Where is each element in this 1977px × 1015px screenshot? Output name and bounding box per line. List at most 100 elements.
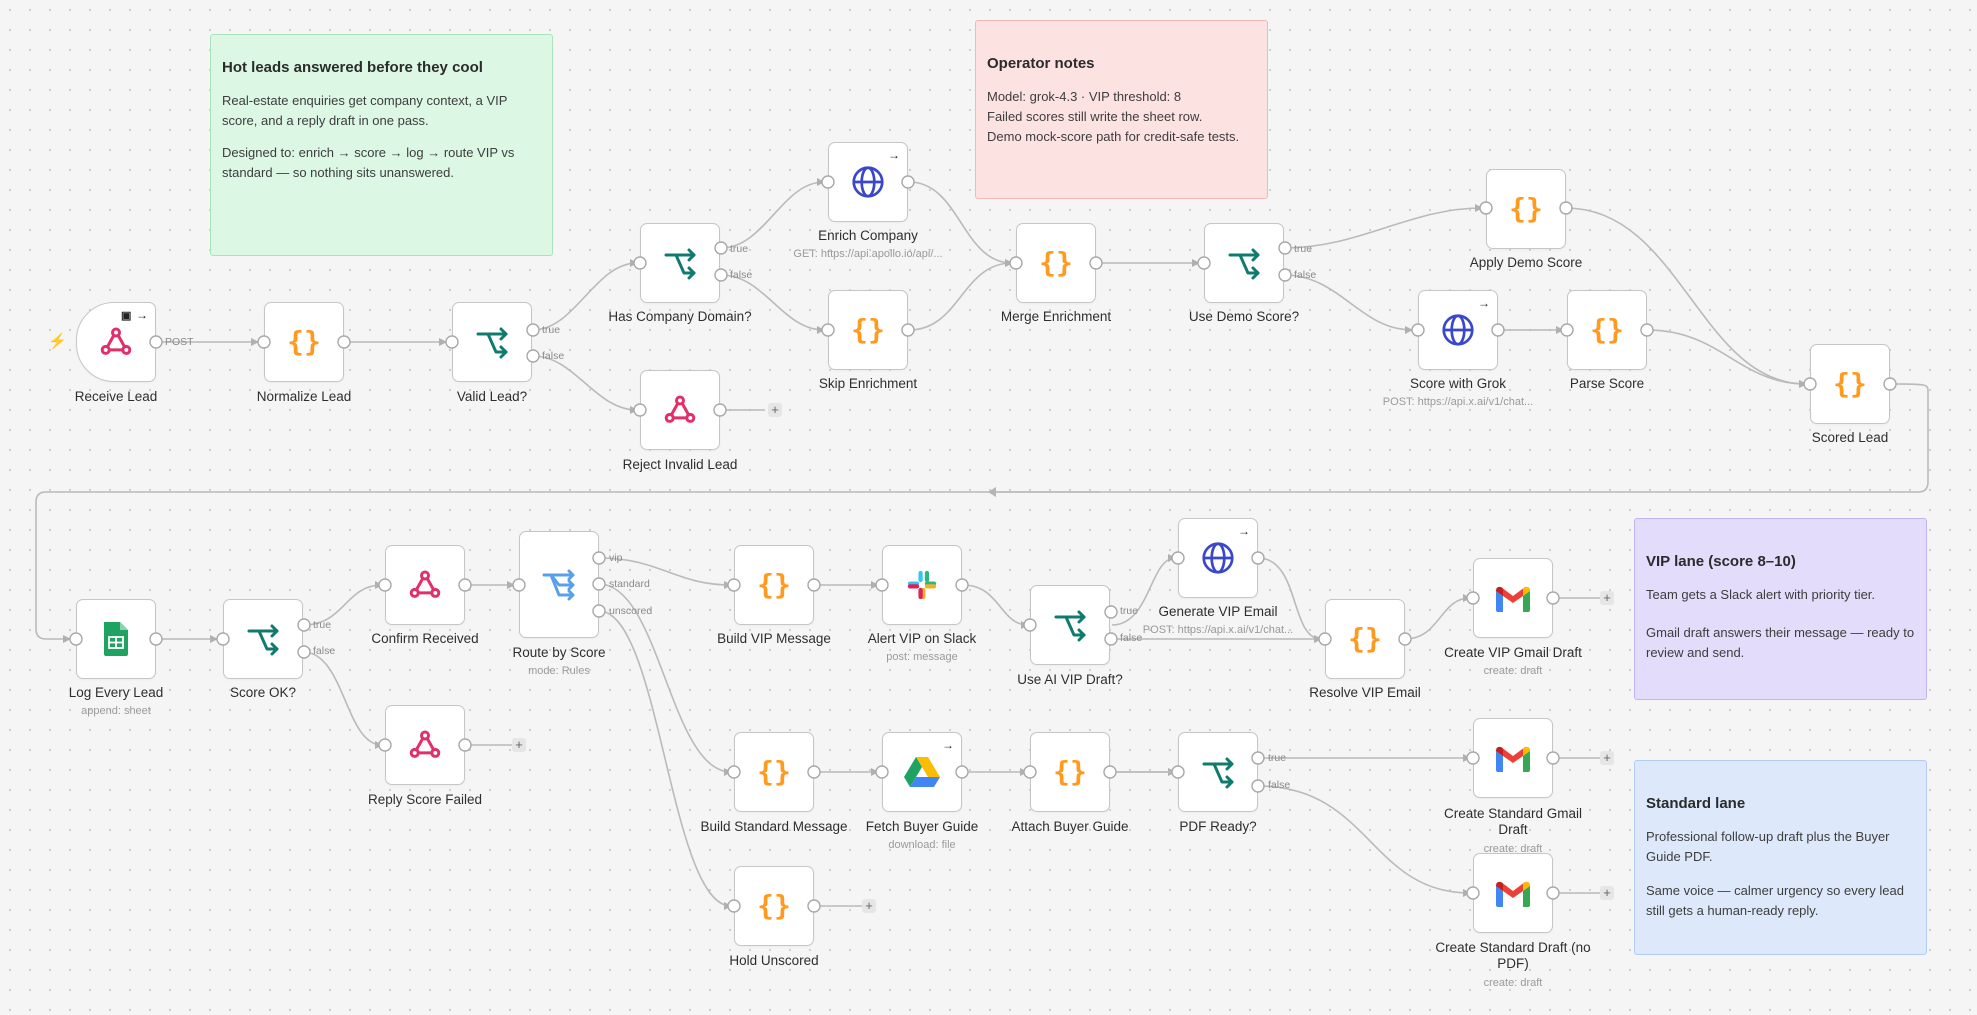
node-label: Route by Score (512, 645, 606, 660)
node-receive-lead[interactable] (76, 302, 156, 382)
code-braces-icon: {} (287, 325, 321, 358)
trigger-bolt-icon: ⚡ (48, 333, 67, 350)
node-label: Score with Grok (1409, 376, 1507, 391)
node-confirm-received[interactable] (385, 545, 465, 625)
port-label: true (1268, 752, 1287, 764)
node-reject-invalid-lead[interactable] (640, 370, 720, 450)
svg-text:{}: {} (757, 568, 791, 601)
node-label: Create Standard Gmail Draft (1443, 806, 1583, 837)
add-node-button[interactable]: + (862, 899, 876, 913)
node-scored-lead[interactable]: {} (1810, 344, 1890, 424)
node-label: Score OK? (229, 685, 297, 700)
node-label: Enrich Company (818, 228, 918, 243)
svg-text:{}: {} (757, 889, 791, 922)
port-label: false (542, 350, 565, 362)
port-label: false (1120, 632, 1143, 644)
node-use-ai-vip-draft[interactable] (1030, 585, 1110, 665)
node-attach-buyer-guide[interactable]: {} (1030, 732, 1110, 812)
node-subtitle: mode: Rules (528, 665, 590, 677)
node-has-company-domain[interactable] (640, 223, 720, 303)
note-standard-lane: Standard lane Professional follow-up dra… (1634, 760, 1927, 955)
node-reply-score-failed[interactable] (385, 705, 465, 785)
node-build-vip-message[interactable]: {} (734, 545, 814, 625)
node-create-standard-draft-no-pdf[interactable] (1473, 853, 1553, 933)
node-subtitle: append: sheet (81, 705, 151, 717)
node-build-standard-message[interactable]: {} (734, 732, 814, 812)
google-drive-icon (904, 757, 940, 787)
globe-icon (852, 166, 884, 198)
svg-text:{}: {} (1348, 622, 1382, 655)
svg-text:{}: {} (851, 313, 885, 346)
code-braces-icon: {} (1039, 246, 1073, 279)
node-score-with-grok[interactable] (1418, 290, 1498, 370)
port-label: standard (609, 578, 650, 590)
port-label: true (730, 243, 749, 255)
node-resolve-vip-email[interactable]: {} (1325, 599, 1405, 679)
node-label: Confirm Received (371, 631, 479, 646)
note-text: Same voice — calmer urgency so every lea… (1646, 883, 1904, 918)
note-vip-lane: VIP lane (score 8–10) Team gets a Slack … (1634, 518, 1927, 700)
node-valid-lead[interactable] (452, 302, 532, 382)
gmail-icon (1496, 586, 1530, 612)
add-node-button[interactable]: + (1600, 886, 1614, 900)
port-label: true (542, 324, 561, 336)
node-label: Log Every Lead (68, 685, 164, 700)
node-label: Use Demo Score? (1188, 309, 1300, 324)
node-create-standard-gmail-draft[interactable] (1473, 718, 1553, 798)
code-braces-icon: {} (1348, 622, 1382, 655)
node-label: Reply Score Failed (367, 792, 483, 807)
port-label: true (313, 619, 332, 631)
node-label: Apply Demo Score (1469, 255, 1583, 270)
arrow-right-icon: → (888, 148, 900, 162)
node-hold-unscored[interactable]: {} (734, 866, 814, 946)
node-parse-score[interactable]: {} (1567, 290, 1647, 370)
if-branch-icon (1054, 610, 1086, 642)
if-branch-icon (1202, 757, 1234, 789)
node-label: Merge Enrichment (1000, 309, 1112, 324)
note-title: Standard lane (1646, 795, 1746, 812)
node-label: Scored Lead (1811, 430, 1889, 445)
port-label: unscored (609, 605, 653, 617)
port-label: true (1294, 243, 1313, 255)
node-pdf-ready[interactable] (1178, 732, 1258, 812)
node-score-ok[interactable] (223, 599, 303, 679)
node-label: Attach Buyer Guide (1011, 819, 1129, 834)
node-label: Build Standard Message (700, 819, 848, 834)
webhook-icon (409, 570, 441, 598)
code-braces-icon: {} (757, 889, 791, 922)
switch-icon (542, 569, 575, 600)
port-label: true (1120, 605, 1139, 617)
add-node-button[interactable]: + (512, 738, 526, 752)
node-fetch-buyer-guide[interactable] (882, 732, 962, 812)
node-skip-enrichment[interactable]: {} (828, 290, 908, 370)
node-subtitle: download: file (888, 839, 956, 851)
node-label: Receive Lead (74, 389, 158, 404)
node-subtitle: create: draft (1483, 665, 1543, 677)
node-label: Create VIP Gmail Draft (1444, 645, 1582, 660)
node-merge-enrichment[interactable]: {} (1016, 223, 1096, 303)
node-enrich-company[interactable] (828, 142, 908, 222)
note-text: Gmail draft answers their message — read… (1646, 625, 1915, 660)
node-use-demo-score[interactable] (1204, 223, 1284, 303)
add-node-button[interactable]: + (1600, 751, 1614, 765)
node-alert-vip-slack[interactable] (882, 545, 962, 625)
node-label: Fetch Buyer Guide (865, 819, 979, 834)
svg-text:{}: {} (1833, 367, 1867, 400)
node-log-every-lead[interactable] (76, 599, 156, 679)
node-route-by-score[interactable] (519, 531, 599, 638)
if-branch-icon (476, 327, 508, 359)
add-node-button[interactable]: + (1600, 591, 1614, 605)
gmail-icon (1496, 881, 1530, 907)
arrow-right-icon: → (1238, 524, 1250, 538)
node-subtitle: GET: https://api.apollo.io/api/... (793, 248, 943, 260)
if-branch-icon (664, 248, 696, 280)
node-label: Alert VIP on Slack (867, 631, 977, 646)
node-subtitle: POST: https://api.x.ai/v1/chat... (1382, 396, 1534, 408)
node-normalize-lead[interactable]: {} (264, 302, 344, 382)
node-label: Use AI VIP Draft? (1017, 672, 1123, 687)
add-node-button[interactable]: + (768, 403, 782, 417)
node-create-vip-gmail-draft[interactable] (1473, 558, 1553, 638)
svg-text:{}: {} (1509, 192, 1543, 225)
node-apply-demo-score[interactable]: {} (1486, 169, 1566, 249)
node-label: Skip Enrichment (818, 376, 918, 391)
